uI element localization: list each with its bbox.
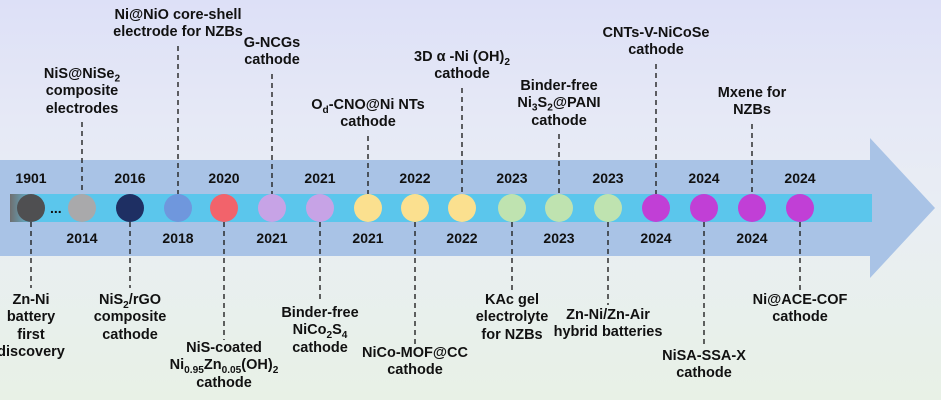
milestone-label-m13: Zn-Ni/Zn-Air hybrid batteries	[553, 307, 663, 341]
milestone-dot-m16	[738, 194, 766, 222]
milestone-year-m17: 2024	[784, 170, 816, 186]
milestone-label-m16: Mxene for NZBs	[717, 85, 787, 119]
milestone-dot-m9	[401, 194, 429, 222]
milestone-dot-m3	[116, 194, 144, 222]
milestone-label-m2: NiS@NiSe2 composite electrodes	[43, 65, 121, 117]
timeline-bar	[10, 194, 872, 222]
milestone-dot-m4	[164, 194, 192, 222]
milestone-label-m5: NiS-coated Ni0.95Zn0.05(OH)2 cathode	[169, 340, 279, 391]
milestone-label-m14: CNTs-V-NiCoSe cathode	[602, 25, 710, 59]
milestone-dot-m7	[306, 194, 334, 222]
milestone-dot-m17	[786, 194, 814, 222]
milestone-year-m5: 2020	[208, 170, 240, 186]
milestone-year-m1: 1901	[15, 170, 47, 186]
milestone-year-m8: 2021	[352, 230, 384, 246]
milestone-year-m3: 2016	[114, 170, 146, 186]
milestone-dot-m12	[545, 194, 573, 222]
milestone-label-m1: Zn-Ni battery first discovery	[0, 292, 65, 361]
milestone-year-m6: 2021	[256, 230, 288, 246]
milestone-label-m17: Ni@ACE-COF cathode	[752, 292, 848, 326]
milestone-dot-m8	[354, 194, 382, 222]
milestone-dot-m5	[210, 194, 238, 222]
milestone-year-m7: 2021	[304, 170, 336, 186]
milestone-dot-m10	[448, 194, 476, 222]
milestone-year-m14: 2024	[640, 230, 672, 246]
milestone-dot-m14	[642, 194, 670, 222]
milestone-label-m11: KAc gel electrolyte for NZBs	[475, 292, 549, 343]
milestone-label-m15: NiSA-SSA-X cathode	[662, 348, 746, 382]
milestone-dot-m1	[17, 194, 45, 222]
milestone-dot-m6	[258, 194, 286, 222]
ellipsis: ...	[50, 200, 62, 216]
milestone-dot-m2	[68, 194, 96, 222]
milestone-label-m9: NiCo-MOF@CC cathode	[362, 345, 468, 379]
milestone-dot-m13	[594, 194, 622, 222]
milestone-year-m10: 2022	[446, 230, 478, 246]
milestone-year-m16: 2024	[736, 230, 768, 246]
milestone-year-m11: 2023	[496, 170, 528, 186]
milestone-year-m15: 2024	[688, 170, 720, 186]
milestone-year-m9: 2022	[399, 170, 431, 186]
milestone-label-m12: Binder-free Ni3S2@PANI cathode	[517, 77, 601, 129]
milestone-year-m2: 2014	[66, 230, 98, 246]
milestone-label-m10: 3D α -Ni (OH)2 cathode	[414, 49, 510, 83]
milestone-label-m6: G-NCGs cathode	[243, 35, 301, 69]
milestone-year-m13: 2023	[592, 170, 624, 186]
milestone-label-m8: Od-CNO@Ni NTs cathode	[311, 97, 425, 131]
milestone-year-m12: 2023	[543, 230, 575, 246]
milestone-dot-m11	[498, 194, 526, 222]
milestone-label-m4: Ni@NiO core-shell electrode for NZBs	[113, 7, 243, 41]
milestone-label-m3: NiS2/rGO composite cathode	[93, 292, 167, 343]
milestone-year-m4: 2018	[162, 230, 194, 246]
milestone-label-m7: Binder-free NiCo2S4 cathode	[281, 305, 359, 356]
milestone-dot-m15	[690, 194, 718, 222]
